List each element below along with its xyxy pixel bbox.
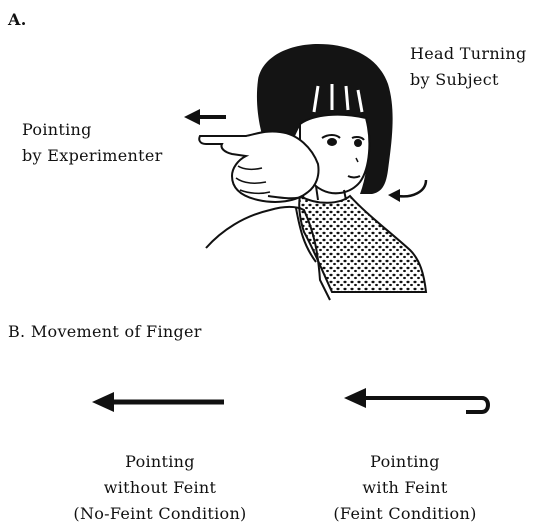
feint-line2: with Feint — [315, 476, 495, 499]
no-feint-arrow — [92, 392, 224, 412]
panel-b-label: B. Movement of Finger — [8, 320, 202, 343]
blouse-pattern — [299, 196, 426, 292]
no-feint-line2: without Feint — [70, 476, 250, 499]
no-feint-line1: Pointing — [70, 450, 250, 473]
feint-line1: Pointing — [315, 450, 495, 473]
pointing-direction-arrow — [184, 109, 226, 125]
feint-arrow — [344, 388, 488, 412]
pointing-hand — [199, 131, 318, 201]
head-turning-arrow — [388, 180, 426, 202]
